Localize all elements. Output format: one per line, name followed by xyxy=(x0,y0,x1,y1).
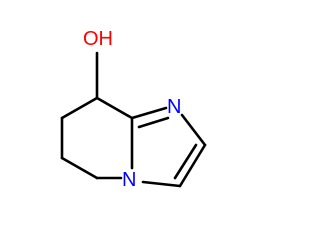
bond-c8a-n1-double xyxy=(137,116,170,129)
molecule-structure: OH N N xyxy=(60,28,207,191)
bond-c3-n4 xyxy=(141,180,182,188)
bond-c8-c7 xyxy=(60,96,99,120)
atom-label-imine-nitrogen: N xyxy=(167,96,181,118)
bond-c6-c5 xyxy=(60,156,99,180)
bond-c2-c3 xyxy=(178,143,207,188)
bond-c8a-n1 xyxy=(130,106,168,120)
atom-label-bridgehead-nitrogen: N xyxy=(122,169,136,191)
bond-n1-c2 xyxy=(180,113,207,147)
bond-c2-c3-double xyxy=(173,143,198,180)
bonds xyxy=(60,51,207,188)
atom-label-hydroxyl: OH xyxy=(83,28,113,50)
bond-c8a-c8 xyxy=(95,96,134,120)
